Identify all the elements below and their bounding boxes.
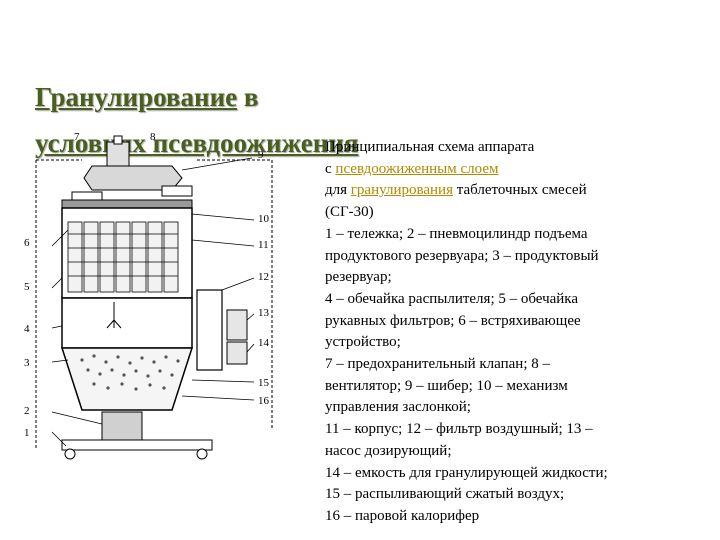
air-duct (196, 289, 223, 371)
product-tank (60, 347, 194, 411)
granule-bed (80, 354, 180, 391)
part-number-label: 10 (258, 213, 270, 225)
description-line: 7 – предохранительный клапан; 8 – (325, 356, 550, 373)
description-line: резервуар; (325, 269, 392, 286)
part-number-label: 14 (258, 337, 270, 349)
part-number-label: 16 (258, 395, 270, 407)
description-text: для (325, 182, 351, 199)
trolley-wheel-left (64, 448, 76, 460)
part-number-label: 3 (24, 357, 30, 369)
description-line: 14 – емкость для гранулирующей жидкости; (325, 464, 608, 481)
dashed-frame (35, 159, 273, 450)
part-number-label: 9 (258, 149, 264, 161)
lift-cylinder (101, 411, 143, 441)
description-line: Принципиальная схема аппарата (325, 139, 535, 155)
part-number-label: 7 (74, 131, 80, 143)
diagram-description: Принципиальная схема аппарата с псевдоож… (325, 137, 710, 528)
valve-left (71, 191, 103, 201)
part-number-label: 8 (150, 131, 156, 143)
granulation-link[interactable]: гранулирования (350, 182, 453, 199)
description-line: (СГ-30) (325, 204, 374, 221)
part-number-label: 2 (24, 405, 30, 417)
trolley-base (61, 439, 213, 451)
slide-title: Гранулирование в условиях псевдоожижения (35, 74, 495, 166)
description-line: вентилятор; 9 – шибер; 10 – механизм (325, 377, 568, 394)
title-word-fluidization: псевдоожижения (152, 128, 359, 158)
description-line: 15 – распыливающий сжатый воздух; (325, 486, 565, 503)
part-number-label: 6 (24, 237, 30, 249)
description-line: устройство; (325, 334, 401, 351)
trolley-wheel-right (196, 448, 208, 460)
description-line: управления заслонкой; (325, 399, 471, 416)
part-number-label: 13 (258, 307, 270, 319)
fan-cap (113, 135, 123, 145)
description-line: для гранулирования таблеточных смесей (325, 180, 710, 202)
description-line: 11 – корпус; 12 – фильтр воздушный; 13 – (325, 421, 593, 438)
liquid-container (226, 341, 248, 365)
dosing-pump (226, 309, 248, 341)
part-number-label: 1 (24, 427, 30, 439)
description-text: таблеточных смесей (452, 182, 587, 199)
description-line: насос дозирующий; (325, 442, 452, 459)
description-line: 4 – обечайка распылителя; 5 – обечайка (325, 290, 579, 307)
description-text: с (325, 160, 336, 177)
fluidized-bed-link[interactable]: псевдоожиженным слоем (335, 160, 499, 177)
fan-motor (106, 141, 130, 167)
part-number-label: 12 (258, 271, 269, 283)
leader-lines (51, 157, 255, 447)
part-number-label: 15 (258, 377, 270, 389)
apparatus-diagram: 7 8 9 6 10 11 12 5 13 4 14 3 15 16 2 1 (24, 131, 273, 460)
title-word-in: в (237, 82, 259, 112)
part-number-label: 4 (24, 323, 30, 335)
description-line: продуктового резервуара; 3 – продуктовый (325, 247, 599, 264)
part-number-label: 5 (24, 281, 30, 293)
part-number-labels: 7 8 9 6 10 11 12 5 13 4 14 3 15 16 2 1 (24, 131, 270, 439)
description-line: 1 – тележка; 2 – пневмоцилиндр подъема (325, 225, 588, 242)
description-line: рукавных фильтров; 6 – встряхивающее (325, 312, 581, 329)
top-plate (61, 199, 193, 209)
spray-nozzle (106, 302, 122, 329)
spray-shell (61, 297, 193, 349)
part-number-label: 11 (258, 239, 269, 251)
valve-right (161, 185, 193, 197)
description-line: 16 – паровой калорифер (325, 507, 480, 524)
description-line: с псевдоожиженным слоем (325, 159, 710, 181)
filter-sleeves (67, 221, 179, 293)
title-word-granulation: Гранулирование (35, 82, 238, 112)
